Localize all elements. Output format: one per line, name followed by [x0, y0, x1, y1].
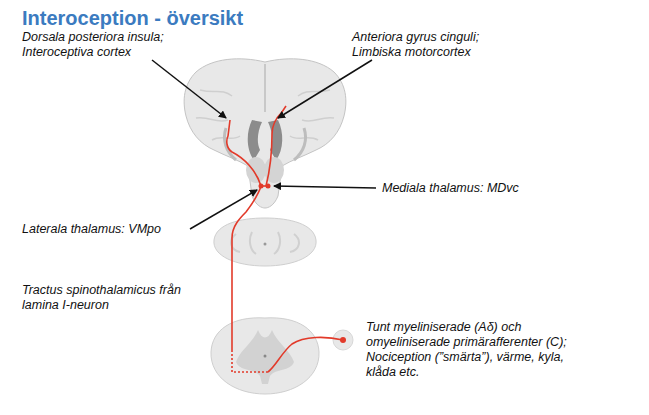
structure-label: Dorsala posteriora insula; Interoceptiva…: [22, 30, 194, 60]
structure-label: Anteriora gyrus cinguli; Limbiska motorc…: [352, 30, 517, 60]
brain-slice: [184, 59, 346, 208]
spinothalamic-pathway: [227, 106, 343, 372]
medulla-slice: [214, 218, 316, 266]
slide-title: Interoception - översikt: [22, 6, 243, 30]
afferent-label: Tunt myeliniserade (Aδ) och omyelinisera…: [366, 320, 581, 380]
structure-label: Mediala thalamus: MDvc: [382, 181, 582, 196]
dorsal-root-ganglion: [333, 330, 353, 350]
pathway-label: Tractus spinothalamicus från lamina I-ne…: [22, 283, 187, 313]
pathway-dots: [259, 184, 347, 344]
structure-label: Laterala thalamus: VMpo: [22, 222, 197, 237]
spinal-cord-slice: [211, 318, 319, 394]
leader-arrows: [152, 60, 376, 229]
